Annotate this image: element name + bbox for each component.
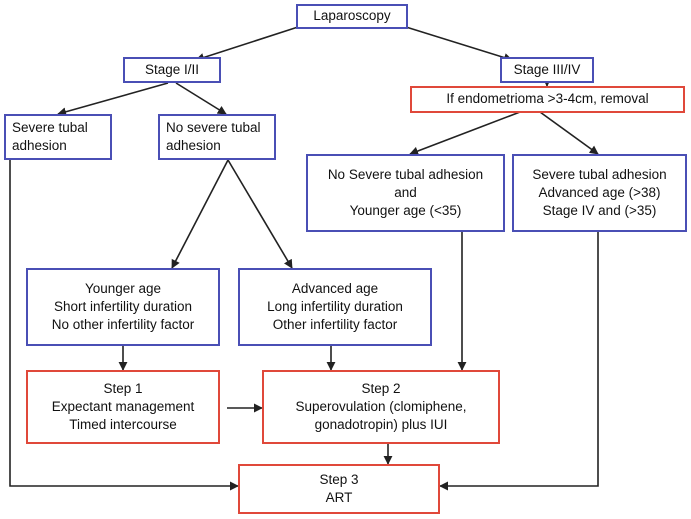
- edge-stage-1-2-to-severe-tubal: [57, 82, 169, 117]
- node-text-line: Long infertility duration: [267, 298, 403, 314]
- edge-laparoscopy-to-stage-1-2: [195, 26, 299, 62]
- step2-node: Step 2 Superovulation (clomiphene, gonadot…: [262, 370, 500, 444]
- edge-no-severe-tubal-to-younger-age: [171, 159, 229, 269]
- node-text-line: Laparoscopy: [313, 8, 391, 24]
- node-text-line: No other infertility factor: [51, 317, 195, 333]
- laparoscopy-node: Laparoscopy: [296, 4, 408, 29]
- node-text-line: adhesion: [12, 138, 67, 153]
- edge-laparoscopy-to-stage-3-4: [405, 26, 513, 62]
- node-text-line: If endometrioma >3-4cm, removal: [446, 91, 649, 107]
- node-text-line: ART: [325, 490, 353, 505]
- node-text-line: Severe tubal adhesion: [532, 166, 667, 182]
- node-text-line: Superovulation (clomiphene,: [295, 398, 467, 414]
- node-text-line: Stage IV and (>35): [542, 203, 657, 219]
- edge-endometrioma-to-no-severe-younger: [409, 111, 521, 156]
- edge-endometrioma-to-severe-advanced: [539, 111, 599, 155]
- step3-node: Step 3 ART: [238, 464, 440, 514]
- node-text-line: Stage I/II: [144, 61, 200, 77]
- node-text-line: Younger age: [84, 280, 162, 296]
- node-text-line: Younger age (<35): [349, 203, 462, 219]
- node-text-line: No severe tubal: [166, 119, 261, 135]
- edge-stage-1-2-to-no-severe-tubal: [175, 82, 227, 115]
- node-text-line: Severe tubal: [12, 119, 88, 135]
- node-text-line: Step 1: [103, 380, 143, 396]
- node-text-line: gonadotropin) plus IUI: [314, 417, 448, 433]
- node-text-line: Stage III/IV: [513, 61, 581, 77]
- node-text-line: Timed intercourse: [69, 417, 177, 433]
- severe-tubal-adhesion-node: Severe tubal adhesion: [4, 114, 112, 160]
- node-text-line: Other infertility factor: [272, 317, 398, 333]
- no-severe-tubal-adhesion-node: No severe tubal adhesion: [158, 114, 276, 160]
- node-text-line: Step 3: [319, 471, 359, 487]
- endometrioma-node: If endometrioma >3-4cm, removal: [410, 86, 685, 113]
- stage-3-4-node: Stage III/IV: [500, 57, 594, 83]
- edge-no-severe-tubal-to-advanced-age: [227, 159, 293, 269]
- node-text-line: Step 2: [361, 380, 401, 396]
- node-text-line: Short infertility duration: [53, 298, 193, 314]
- node-text-line: and: [394, 184, 417, 200]
- edge-severe-advanced-to-step3: [439, 232, 599, 491]
- stage-1-2-node: Stage I/II: [123, 57, 221, 83]
- edge-severe-tubal-to-step3: [9, 160, 239, 491]
- node-text-line: adhesion: [166, 138, 221, 153]
- node-text-line: Advanced age (>38): [538, 184, 661, 200]
- node-text-line: Expectant management: [51, 398, 195, 414]
- node-text-line: No Severe tubal adhesion: [327, 166, 484, 182]
- node-text-line: Advanced age: [291, 280, 379, 296]
